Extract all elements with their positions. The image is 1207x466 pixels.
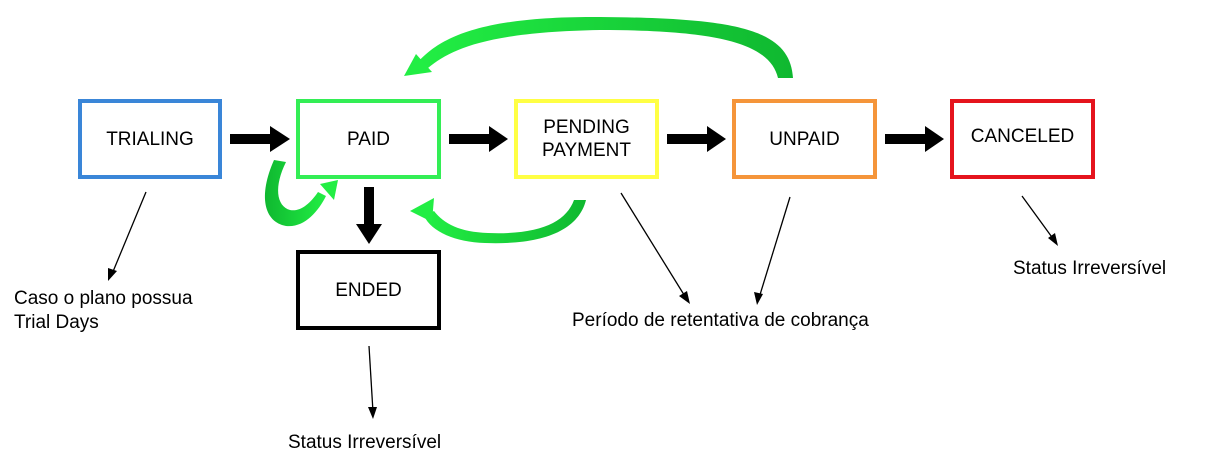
note-retry-period: Período de retentativa de cobrança [572, 310, 869, 331]
arrow-paid-loop [264, 160, 338, 227]
state-canceled: CANCELED [950, 99, 1095, 179]
arrow-trialing-to-paid [230, 126, 290, 152]
state-unpaid: UNPAID [732, 99, 877, 179]
arrow-paid-to-ended [356, 187, 382, 244]
state-ended: ENDED [296, 250, 441, 330]
state-pending-payment: PENDING PAYMENT [514, 99, 659, 179]
pointer-unpaid-note [754, 196, 791, 305]
note-canceled-irreversible: Status Irreversível [1013, 258, 1167, 279]
pointer-ended-note [368, 345, 377, 419]
pointer-trialing-note [108, 191, 147, 281]
pointer-pending-note [620, 192, 690, 304]
arrow-unpaid-to-canceled [885, 126, 944, 152]
note-ended-irreversible: Status Irreversível [288, 432, 442, 453]
arrow-paid-to-pending [449, 126, 508, 152]
state-paid: PAID [296, 99, 441, 179]
arrow-pending-to-paid [410, 198, 586, 244]
arrow-unpaid-to-paid [404, 16, 793, 79]
note-trial-days: Caso o plano possua Trial Days [14, 288, 193, 333]
state-trialing: TRIALING [78, 99, 222, 179]
arrow-pending-to-unpaid [667, 126, 726, 152]
pointer-canceled-note [1021, 195, 1058, 246]
